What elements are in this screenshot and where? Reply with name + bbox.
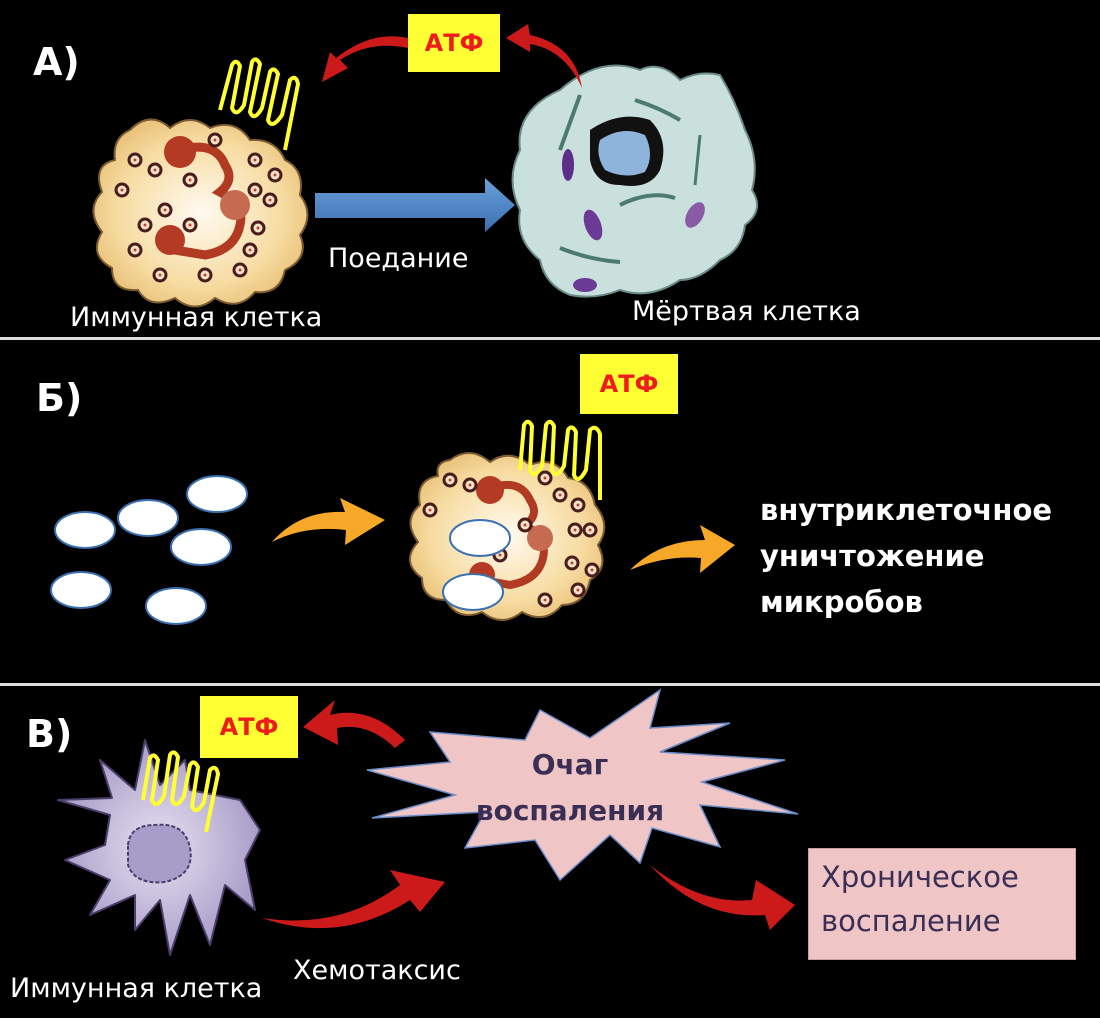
microbes bbox=[50, 475, 248, 625]
panel-c-label: В) bbox=[26, 712, 73, 756]
chronic-arrow bbox=[650, 865, 795, 930]
orange-arrow-1 bbox=[272, 498, 385, 545]
atp-box-b: АТФ bbox=[580, 354, 678, 414]
dead-cell bbox=[511, 64, 759, 298]
result-line-3: микробов bbox=[760, 585, 923, 619]
immune-cell-a bbox=[92, 118, 309, 308]
atp-arrow-to-cell-c bbox=[303, 700, 405, 748]
result-line-2: уничтожение bbox=[760, 539, 985, 573]
chronic-inflammation-box: Хроническое воспаление bbox=[808, 848, 1076, 960]
atp-arrow-from-dead-cell bbox=[506, 24, 582, 88]
dead-cell-label: Мёртвая клетка bbox=[632, 296, 861, 327]
divider-2 bbox=[0, 683, 1100, 686]
engulfed-microbes bbox=[442, 519, 511, 611]
chronic-line-1: Хроническое bbox=[821, 860, 1019, 894]
immune-cell-label-c: Иммунная клетка bbox=[10, 973, 263, 1004]
inflammation-focus-text: Очаг воспаления bbox=[470, 742, 670, 834]
orange-arrow-2 bbox=[630, 525, 735, 573]
chemotaxis-arrow bbox=[262, 870, 445, 929]
chronic-line-2: воспаление bbox=[821, 904, 1001, 938]
eating-arrow bbox=[315, 178, 515, 232]
focus-line-2: воспаления bbox=[475, 794, 665, 827]
receptor-c bbox=[141, 750, 220, 833]
divider-1 bbox=[0, 337, 1100, 340]
panel-a-label: А) bbox=[33, 40, 80, 84]
atp-box-c: АТФ bbox=[200, 696, 298, 758]
intracellular-destruction-text: внутриклеточное уничтожение микробов bbox=[760, 487, 1052, 625]
immune-cell-c bbox=[57, 739, 261, 956]
atp-arrow-to-cell-a bbox=[322, 36, 408, 82]
starburst-focus bbox=[366, 688, 799, 882]
immune-cell-label-a: Иммунная клетка bbox=[70, 302, 323, 333]
result-line-1: внутриклеточное bbox=[760, 493, 1053, 527]
receptor-b bbox=[518, 419, 602, 500]
receptor-a bbox=[218, 57, 300, 151]
eating-label: Поедание bbox=[328, 243, 469, 274]
atp-box-a: АТФ bbox=[408, 14, 500, 72]
focus-line-1: Очаг bbox=[531, 748, 609, 781]
panel-b-label: Б) bbox=[36, 376, 83, 420]
chemotaxis-label: Хемотаксис bbox=[293, 955, 461, 986]
